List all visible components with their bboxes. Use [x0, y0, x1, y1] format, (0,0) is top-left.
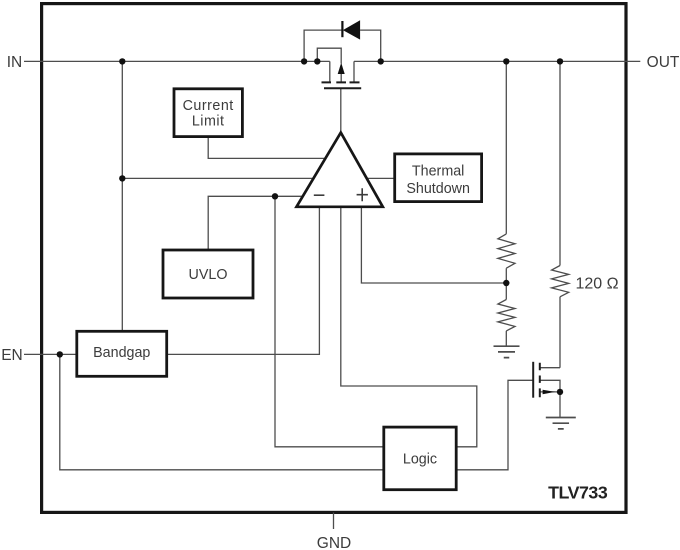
svg-text:Thermal: Thermal: [412, 163, 464, 179]
svg-text:GND: GND: [317, 535, 351, 550]
svg-text:120 Ω: 120 Ω: [576, 276, 619, 293]
svg-text:OUT: OUT: [647, 54, 680, 71]
svg-text:Bandgap: Bandgap: [93, 345, 150, 361]
svg-text:Shutdown: Shutdown: [406, 181, 470, 197]
svg-text:EN: EN: [1, 347, 23, 364]
svg-text:Current: Current: [183, 98, 234, 114]
svg-text:Limit: Limit: [192, 113, 225, 129]
svg-text:Logic: Logic: [403, 452, 437, 468]
svg-text:TLV733: TLV733: [548, 483, 608, 503]
svg-text:UVLO: UVLO: [189, 267, 228, 283]
svg-text:IN: IN: [7, 54, 23, 71]
